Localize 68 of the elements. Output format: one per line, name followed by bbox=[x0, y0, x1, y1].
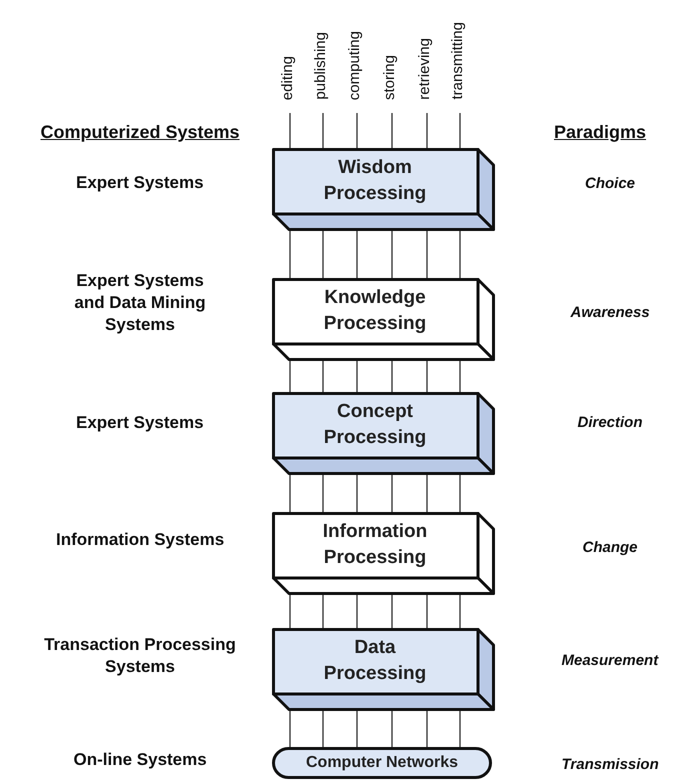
layer-label: Knowledge Processing bbox=[322, 286, 428, 336]
paradigm-label: Choice bbox=[585, 174, 636, 194]
column-label: transmitting bbox=[448, 22, 466, 100]
layer-label: Information Processing bbox=[322, 520, 428, 570]
connector-line bbox=[356, 231, 358, 278]
connector-line bbox=[289, 595, 291, 628]
connector-line bbox=[356, 113, 358, 148]
system-label: Information Systems bbox=[56, 529, 224, 551]
connector-line bbox=[426, 475, 428, 512]
layer-label: Concept Processing bbox=[322, 400, 428, 450]
connector-line bbox=[322, 231, 324, 278]
connector-line bbox=[391, 113, 393, 148]
connector-line bbox=[289, 475, 291, 512]
connector-line bbox=[356, 595, 358, 628]
column-label: retrieving bbox=[416, 38, 432, 100]
system-label: Transaction Processing Systems bbox=[43, 634, 237, 678]
connector-line bbox=[391, 231, 393, 278]
connector-line bbox=[459, 113, 461, 148]
connector-line bbox=[459, 595, 461, 628]
connector-line bbox=[322, 113, 324, 148]
connector-line bbox=[289, 231, 291, 278]
paradigm-label: Change bbox=[582, 538, 638, 558]
paradigm-label: Transmission bbox=[562, 755, 659, 775]
connector-line bbox=[459, 711, 461, 747]
layer-label: Data Processing bbox=[322, 636, 428, 686]
connector-line bbox=[391, 595, 393, 628]
column-label: computing bbox=[346, 31, 362, 100]
column-label: publishing bbox=[312, 32, 328, 100]
connector-line bbox=[459, 231, 461, 278]
process-layer-box bbox=[272, 628, 495, 711]
column-heading: Computerized Systems bbox=[40, 121, 240, 143]
connector-line bbox=[459, 361, 461, 392]
connector-line bbox=[356, 711, 358, 747]
connector-line bbox=[426, 231, 428, 278]
system-label: Expert Systems bbox=[76, 412, 204, 434]
column-label: storing bbox=[380, 55, 398, 100]
connector-line bbox=[391, 475, 393, 512]
column-heading: Paradigms bbox=[554, 121, 646, 143]
connector-line bbox=[322, 361, 324, 392]
layer-label: Computer Networks bbox=[306, 754, 458, 772]
process-layer-box bbox=[272, 278, 495, 361]
paradigm-label: Awareness bbox=[570, 303, 650, 323]
process-layer-box bbox=[272, 148, 495, 231]
process-layer-box bbox=[272, 512, 495, 595]
connector-line bbox=[426, 595, 428, 628]
connector-line bbox=[459, 475, 461, 512]
connector-line bbox=[322, 595, 324, 628]
connector-line bbox=[356, 361, 358, 392]
paradigm-label: Direction bbox=[578, 413, 643, 433]
connector-line bbox=[426, 361, 428, 392]
connector-line bbox=[322, 711, 324, 747]
system-label: On-line Systems bbox=[74, 749, 207, 771]
connector-line bbox=[289, 711, 291, 747]
connector-line bbox=[426, 113, 428, 148]
paradigm-label: Measurement bbox=[562, 651, 658, 671]
system-label: Expert Systems bbox=[76, 172, 204, 194]
connector-line bbox=[289, 113, 291, 148]
connector-line bbox=[391, 361, 393, 392]
connector-line bbox=[289, 361, 291, 392]
network-bar bbox=[272, 747, 492, 779]
column-label: editing bbox=[278, 56, 296, 100]
process-layer-box bbox=[272, 392, 495, 475]
system-label: Expert Systems and Data Mining Systems bbox=[73, 270, 207, 336]
layer-label: Wisdom Processing bbox=[322, 156, 428, 206]
connector-line bbox=[356, 475, 358, 512]
connector-line bbox=[322, 475, 324, 512]
connector-line bbox=[426, 711, 428, 747]
connector-line bbox=[391, 711, 393, 747]
